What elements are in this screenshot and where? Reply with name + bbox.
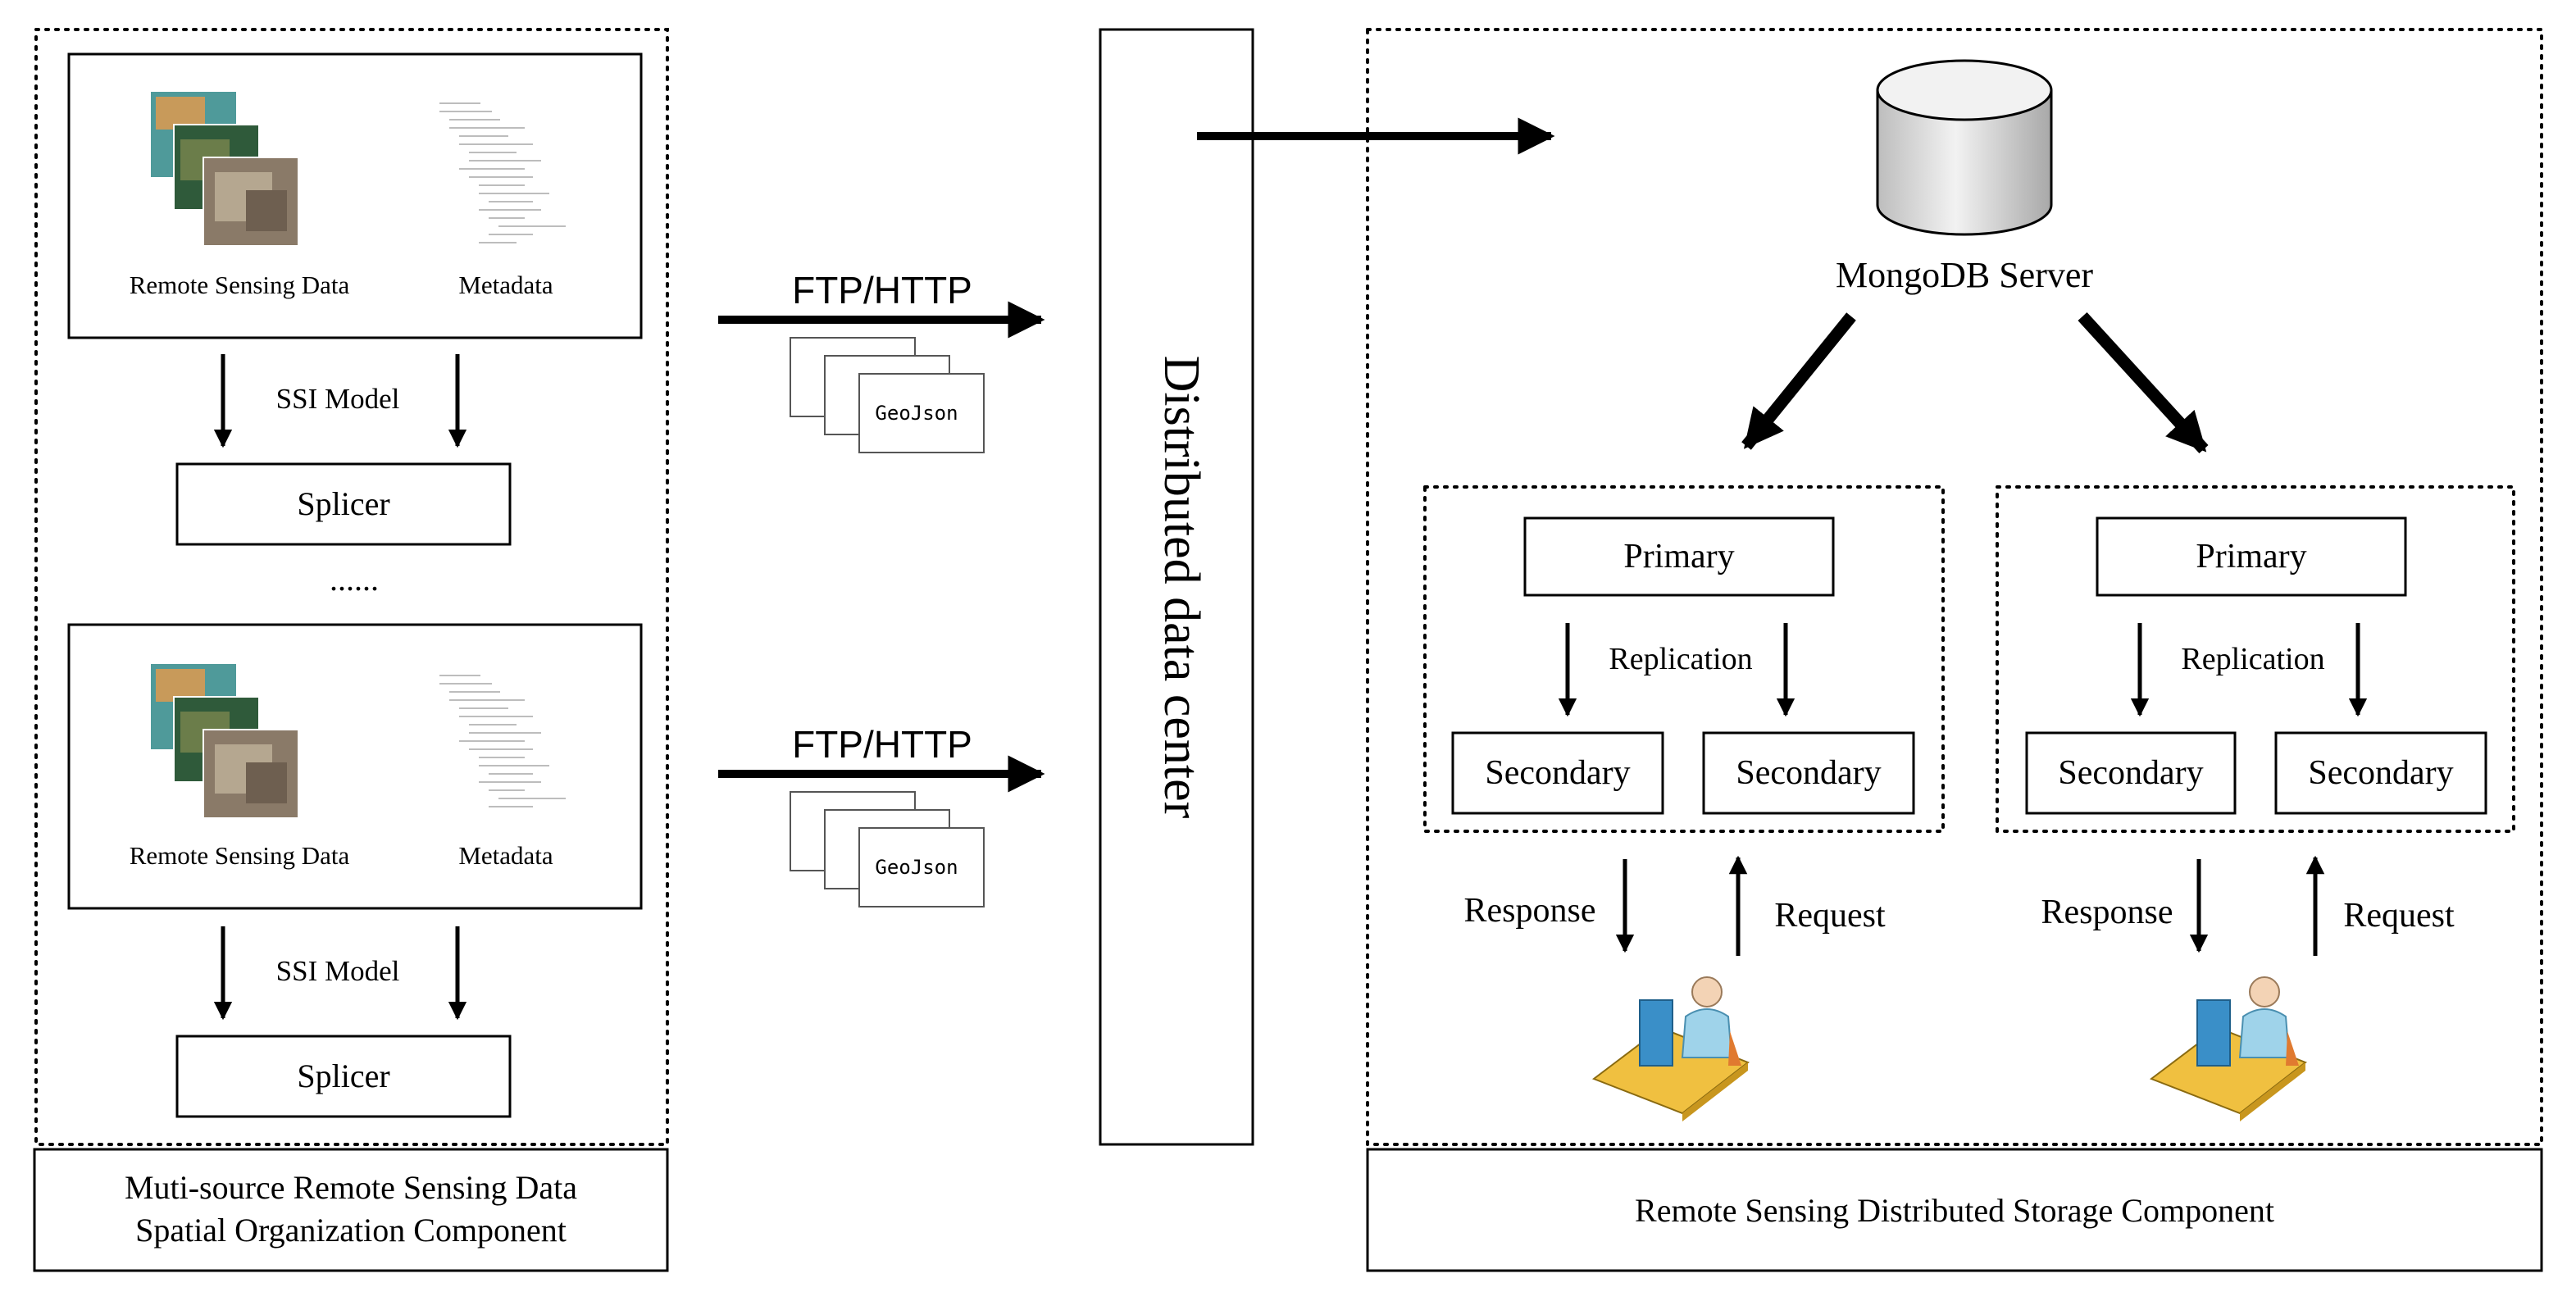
geojson-label: GeoJson: [875, 402, 958, 425]
secondary-label: Secondary: [1736, 754, 1881, 792]
metadata-label: Metadata: [458, 271, 553, 299]
remote-sensing-data-label: Remote Sensing Data: [130, 271, 350, 299]
right-component-caption-box: [1366, 1148, 2543, 1272]
secondary-label: Secondary: [2308, 754, 2453, 792]
replica-set-1: Primary Replication Secondary Secondary …: [1423, 485, 1945, 1121]
server-to-replica-set-2-arrow: [2078, 312, 2209, 454]
secondary-node-box: [1451, 731, 1664, 815]
remote-sensing-data-label: Remote Sensing Data: [130, 841, 350, 870]
metadata-label: Metadata: [458, 841, 553, 870]
response-label: Response: [2041, 894, 2173, 931]
right-component-caption: Remote Sensing Distributed Storage Compo…: [1635, 1192, 2274, 1229]
secondary-label: Secondary: [1485, 754, 1630, 792]
ftp-http-label: FTP/HTTP: [792, 723, 972, 766]
secondary-node-box: [2274, 731, 2487, 815]
left-component-caption-box: [33, 1148, 669, 1272]
geojson-document-stack-icon: [790, 337, 985, 453]
server-to-replica-set-1-arrow: [1741, 312, 1856, 450]
ssi-model-label: SSI Model: [276, 383, 400, 415]
replication-label: Replication: [1609, 642, 1752, 676]
mongodb-server-label: MongoDB Server: [1836, 255, 2093, 295]
remote-sensing-image-stack-icon: [151, 92, 299, 247]
user-at-computer-icon: [1591, 976, 1750, 1121]
left-component-frame: [34, 28, 669, 1146]
distributed-data-center-box: [1099, 28, 1254, 1146]
secondary-node-box: [2025, 731, 2237, 815]
geojson-label: GeoJson: [875, 856, 958, 879]
primary-node-box: [2096, 516, 2407, 597]
data-source-group-1: Remote Sensing Data Metadata SSI Model S…: [67, 52, 643, 546]
request-label: Request: [2343, 897, 2455, 935]
ftp-http-label: FTP/HTTP: [792, 269, 972, 312]
data-source-group-2: Remote Sensing Data Metadata SSI Model S…: [67, 623, 643, 1118]
remote-sensing-image-stack-icon: [151, 664, 299, 819]
splicer-label: Splicer: [297, 485, 389, 522]
secondary-label: Secondary: [2058, 754, 2203, 792]
database-server-icon: [1876, 59, 2053, 236]
secondary-node-box: [1702, 731, 1915, 815]
transfer-1: FTP/HTTP GeoJson: [718, 269, 1045, 453]
replica-set-frame: [1423, 485, 1945, 833]
transfer-2: FTP/HTTP GeoJson: [718, 723, 1045, 907]
splicer-box: [175, 462, 512, 546]
right-component-frame: [1366, 28, 2543, 1146]
replica-set-2: Primary Replication Secondary Secondary …: [1996, 485, 2515, 1121]
ellipsis: ......: [330, 561, 379, 598]
replica-set-frame: [1996, 485, 2515, 833]
replication-label: Replication: [2181, 642, 2324, 676]
splicer-label: Splicer: [297, 1058, 389, 1094]
response-label: Response: [1464, 892, 1596, 930]
request-label: Request: [1774, 897, 1886, 935]
geojson-document-stack-icon: [790, 791, 985, 907]
primary-label: Primary: [1623, 538, 1734, 575]
distributed-data-center-label: Distributed data center: [1154, 356, 1209, 819]
primary-node-box: [1523, 516, 1835, 597]
left-component-caption-line2: Spatial Organization Component: [135, 1212, 567, 1249]
metadata-document-icon: [439, 102, 566, 243]
ssi-model-label: SSI Model: [276, 955, 400, 987]
left-component-caption-line1: Muti-source Remote Sensing Data: [125, 1169, 577, 1206]
metadata-document-icon: [439, 675, 566, 807]
user-at-computer-icon: [2149, 976, 2307, 1121]
primary-label: Primary: [2196, 538, 2306, 575]
splicer-box: [175, 1035, 512, 1118]
